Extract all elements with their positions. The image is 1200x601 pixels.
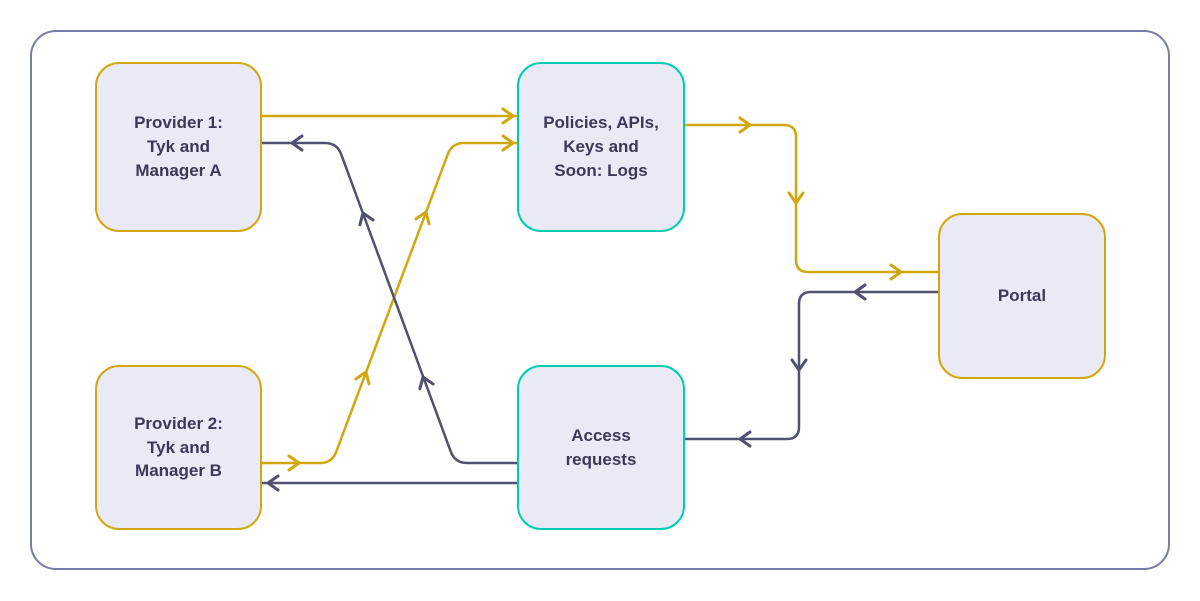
edge-portal-to-access [685,283,938,448]
node-provider-1-label: Provider 1: Tyk and Manager A [134,113,223,180]
edge-provider2-to-policies [262,134,517,472]
diagram-frame [30,30,1170,570]
node-provider-1: Provider 1: Tyk and Manager A [95,62,262,232]
node-policies-apis-keys: Policies, APIs, Keys and Soon: Logs [517,62,685,232]
edge-access-to-provider2 [262,474,517,492]
node-access-requests: Access requests [517,365,685,530]
node-provider-2-label: Provider 2: Tyk and Manager B [134,413,223,481]
edge-policies-to-portal [685,116,938,281]
node-access-requests-label: Access requests [565,425,637,469]
edge-access-to-provider1 [262,134,517,465]
node-policies-apis-keys-label: Policies, APIs, Keys and Soon: Logs [543,113,659,180]
node-portal: Portal [938,213,1106,379]
node-portal-label: Portal [997,286,1047,306]
edge-provider1-to-policies [262,107,517,125]
node-provider-2: Provider 2: Tyk and Manager B [95,365,262,530]
